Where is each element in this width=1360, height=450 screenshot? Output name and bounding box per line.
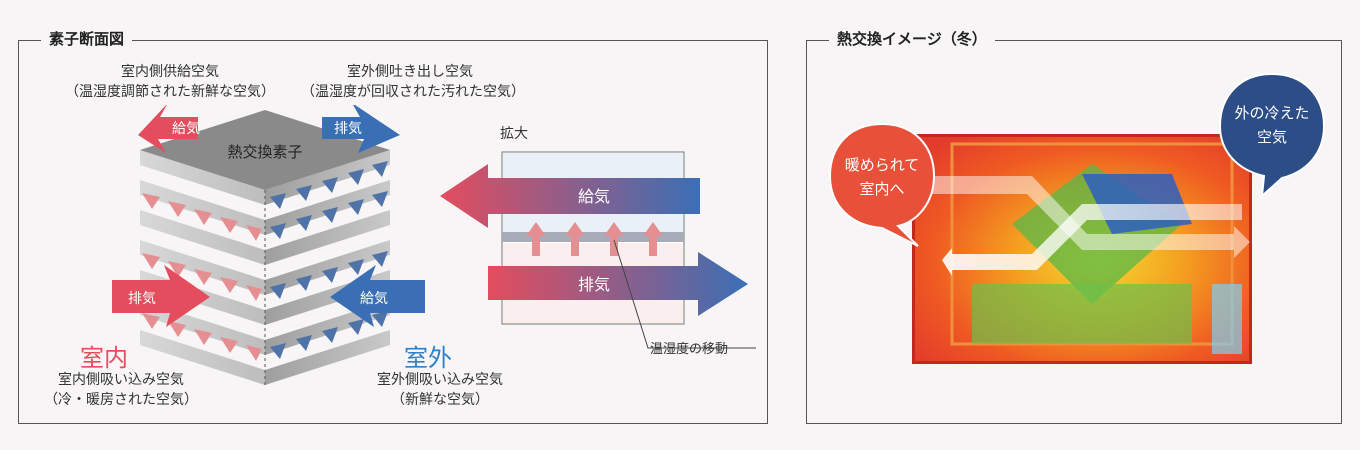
exhaust-out-label: 排気 — [334, 121, 362, 137]
exhaust-in-label: 排気 — [128, 291, 156, 307]
supply-in-label: 給気 — [360, 291, 388, 307]
exhaust-top-line1: 室外側吐き出し空気 — [347, 64, 473, 80]
zoom-exhaust-arrow — [488, 252, 748, 316]
supply-in-arrow: 給気 — [330, 265, 425, 327]
zoom-diagram: 給気 排気 — [440, 151, 756, 349]
thermal-image — [912, 134, 1252, 364]
exhaust-in-arrow: 排気 — [112, 265, 210, 327]
supply-out-arrow: 給気 — [138, 105, 200, 153]
zoom-exhaust-label: 排気 — [578, 275, 610, 294]
supply-top-line1: 室内側供給空気 — [121, 64, 219, 80]
warm-bubble-line1: 暖められて — [845, 156, 920, 174]
transfer-arrows — [526, 222, 663, 256]
warm-bubble: 暖められて 室内へ — [828, 122, 936, 247]
supply-top-line2: （温湿度調節された新鮮な空気） — [65, 84, 275, 100]
zoom-supply-arrow — [440, 164, 700, 228]
thermal-image-panel: 熱交換イメージ（冬） — [806, 28, 1342, 424]
cold-bubble-line2: 空気 — [1257, 128, 1287, 146]
warm-bubble-line2: 室内へ — [859, 180, 904, 198]
zoom-title: 拡大 — [500, 126, 528, 142]
corrugation-left — [142, 193, 262, 361]
exhaust-out-arrow: 排気 — [322, 105, 400, 153]
outdoor-title: 室外 — [404, 344, 452, 372]
zoom-transfer-label: 温湿度の移動 — [650, 342, 729, 357]
exhaust-top-line2: （温湿度が回収された汚れた空気） — [301, 84, 525, 100]
core-label: 熱交換素子 — [227, 143, 302, 161]
zoom-supply-label: 給気 — [578, 187, 610, 206]
panel-title: 熱交換イメージ（冬） — [829, 28, 995, 49]
cold-bubble-line1: 外の冷えた — [1234, 104, 1309, 122]
panel-title: 素子断面図 — [41, 28, 133, 49]
indoor-title: 室内 — [80, 344, 128, 372]
heat-exchanger-core-diagram: 熱交換素子 給気 排気 排気 給気 — [112, 105, 425, 385]
cross-section-panel: 素子断面図 — [18, 28, 768, 424]
outdoor-line1: 室外側吸い込み空気 — [377, 372, 503, 388]
core-layers — [140, 150, 390, 385]
supply-out-label: 給気 — [172, 121, 200, 137]
cold-bubble: 外の冷えた 空気 — [1218, 72, 1326, 198]
indoor-line2: （冷・暖房された空気） — [44, 392, 198, 408]
corrugation-right — [270, 161, 388, 359]
indoor-line1: 室内側吸い込み空気 — [58, 372, 184, 388]
cold-flow-arrow — [932, 176, 1250, 258]
outdoor-line2: （新鮮な空気） — [391, 392, 489, 408]
warm-flow-arrow — [942, 204, 1242, 276]
